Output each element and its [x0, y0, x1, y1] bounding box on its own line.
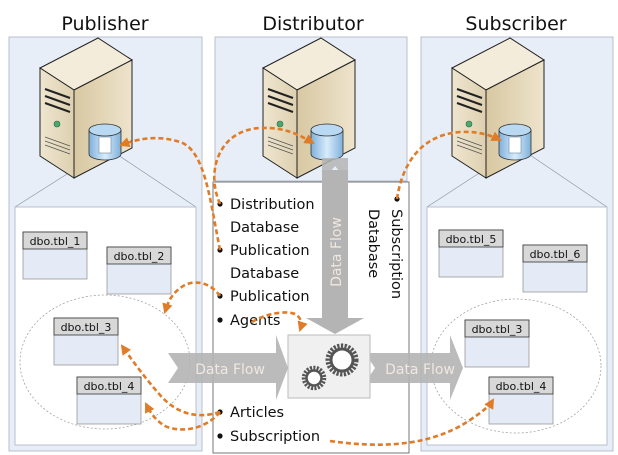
bullet-subscription: Subscription [230, 429, 320, 445]
bullet-articles: Articles [230, 405, 284, 421]
agents-box [287, 334, 371, 399]
vertical-data-flow-arrow: Data Flow [306, 158, 364, 334]
bullet-publication-database-line1: Publication [230, 243, 310, 259]
subscriber-table-4: dbo.tbl_4 [488, 376, 554, 425]
connector-publication-db [119, 136, 222, 251]
connector-agents [251, 311, 308, 332]
subscriber-title: Subscriber [465, 13, 566, 35]
left-data-flow-label: Data Flow [195, 362, 265, 378]
distributor-content-box [212, 181, 410, 454]
subscriber-table-5: dbo.tbl_5 [438, 229, 504, 278]
connectors [119, 126, 502, 446]
bullet-distribution-database-line2: Database [230, 220, 299, 236]
connector-distribution-db [213, 126, 315, 205]
connector-articles-tbl3 [120, 344, 221, 417]
right-data-flow-arrow: Data Flow [365, 335, 463, 400]
gears-icon [301, 343, 359, 391]
publisher-table-1: dbo.tbl_1 [22, 231, 88, 280]
connector-subscription [329, 398, 495, 446]
table-name: dbo.tbl_6 [530, 248, 581, 261]
publisher-title: Publisher [61, 13, 148, 35]
distributor-database-icon [310, 123, 344, 161]
connector-subscription-db [395, 130, 502, 200]
subscriber-table-6: dbo.tbl_6 [522, 244, 588, 293]
table-name: dbo.tbl_2 [114, 250, 165, 263]
table-name: dbo.tbl_1 [30, 235, 81, 248]
subscriber-publication-ellipse [430, 298, 602, 434]
subscriber-table-3: dbo.tbl_3 [464, 319, 530, 368]
bullet-subscription-database-line2: Database [365, 209, 381, 278]
publisher-database-icon [88, 123, 122, 161]
connector-publication [162, 281, 222, 314]
table-name: dbo.tbl_5 [446, 233, 497, 246]
bullet-publication-database-line2: Database [230, 266, 299, 282]
table-name: dbo.tbl_3 [61, 321, 112, 334]
publisher-table-4: dbo.tbl_4 [76, 376, 142, 425]
distributor-title: Distributor [262, 13, 364, 35]
vertical-data-flow-label: Data Flow [329, 217, 345, 287]
publisher-table-3: dbo.tbl_3 [53, 317, 119, 366]
bullet-subscription-database-line1: Subscription [388, 209, 404, 299]
bullet-publication: Publication [230, 289, 310, 305]
left-data-flow-arrow: Data Flow [168, 335, 288, 400]
publisher-table-2: dbo.tbl_2 [106, 246, 172, 295]
connector-articles-tbl4 [144, 402, 221, 431]
bullet-distribution-database-line1: Distribution [230, 197, 315, 213]
subscriber-database-icon [498, 123, 532, 161]
right-data-flow-label: Data Flow [385, 362, 455, 378]
table-name: dbo.tbl_3 [472, 323, 523, 336]
distributor-server-icon [262, 37, 356, 179]
table-name: dbo.tbl_4 [84, 380, 135, 393]
table-name: dbo.tbl_4 [496, 380, 547, 393]
